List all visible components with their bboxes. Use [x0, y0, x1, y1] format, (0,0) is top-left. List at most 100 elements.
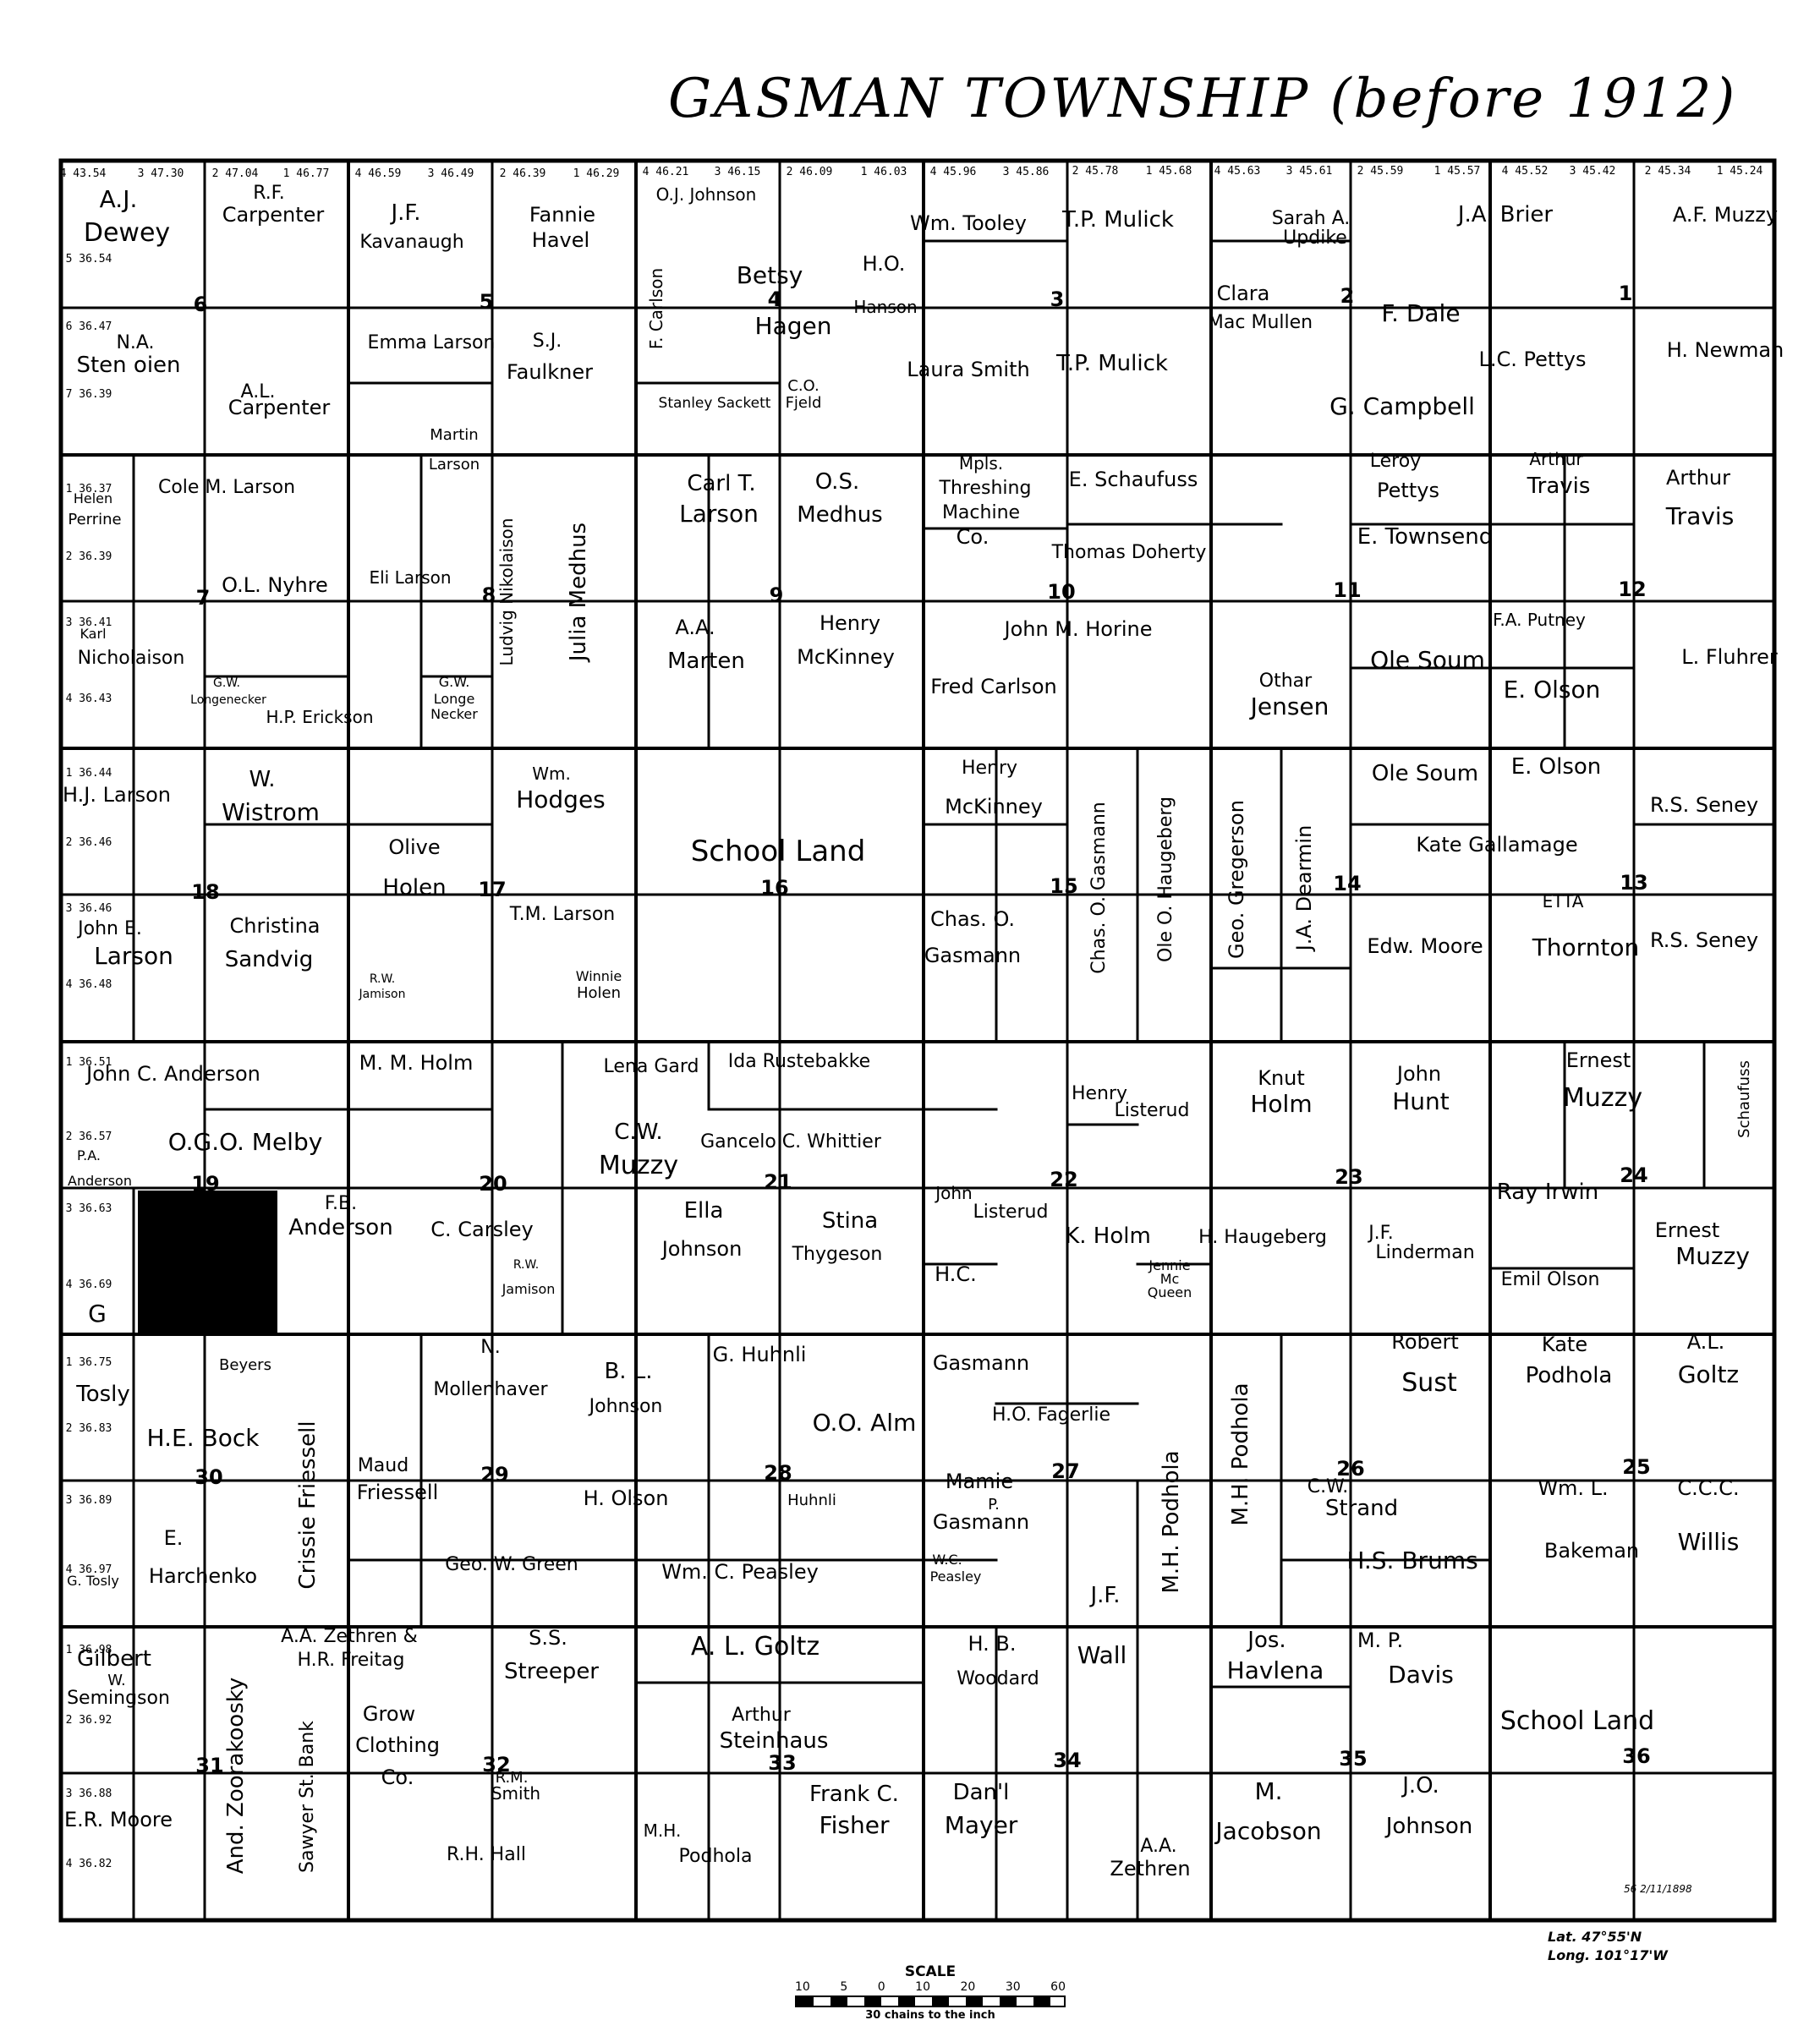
- scale-tick: 0: [877, 1980, 885, 1994]
- owner-name: B. L.: [604, 1359, 652, 1384]
- owner-name: Lena Gard: [604, 1056, 699, 1077]
- owner-name: Leroy: [1370, 451, 1421, 472]
- owner-name: Johnson: [588, 1396, 663, 1417]
- owner-name: Bakeman: [1544, 1539, 1639, 1563]
- owner-name: M.H.: [644, 1820, 682, 1841]
- section-number: 21: [764, 1170, 792, 1194]
- owner-name: Faulkner: [507, 360, 593, 384]
- owner-name: Gasmann: [924, 944, 1021, 967]
- scale-unit: 30 chains to the inch: [865, 2009, 995, 2022]
- owner-name: Jennie: [1148, 1257, 1190, 1273]
- owner-name: L. Fluhrer: [1681, 645, 1778, 669]
- owner-name: Gilbert: [77, 1646, 151, 1672]
- owner-name: Knut: [1258, 1066, 1305, 1090]
- owner-name: G.W.: [213, 676, 240, 690]
- owner-name: Podhola: [679, 1846, 753, 1867]
- owner-name: Clothing: [355, 1733, 440, 1757]
- owner-name: Mamie: [946, 1470, 1013, 1493]
- owner-name: Fannie: [529, 203, 595, 227]
- lot-acreage: 2 47.04: [212, 167, 259, 180]
- owner-name: Maud: [358, 1455, 408, 1476]
- owner-name: Laura Smith: [907, 358, 1029, 381]
- section-number: 19: [191, 1172, 219, 1196]
- owner-name: Hodges: [516, 786, 606, 813]
- lot-acreage: 6 36.47: [66, 320, 112, 333]
- owner-name: Wall: [1077, 1641, 1127, 1669]
- owner-name: F.A. Putney: [1493, 610, 1586, 630]
- owner-name: H. Newman: [1667, 338, 1784, 362]
- section-number: 26: [1336, 1457, 1364, 1481]
- section-number: 4: [768, 287, 782, 311]
- owner-name: Muzzy: [1675, 1242, 1750, 1270]
- owner-name: Medhus: [797, 502, 882, 528]
- lot-acreage: 2 45.78: [1072, 165, 1119, 178]
- owner-name: A.F. Muzzy: [1673, 203, 1778, 227]
- owner-name: School Land: [1500, 1706, 1654, 1736]
- section-number: 32: [482, 1753, 510, 1776]
- owner-name: F. Dale: [1381, 299, 1460, 327]
- owner-name: Christina: [229, 914, 320, 938]
- owner-name: Helen: [74, 490, 112, 506]
- owner-name: Travis: [1527, 474, 1591, 499]
- owner-name: C. Carsley: [430, 1218, 534, 1241]
- owner-name: O.L. Nyhre: [222, 573, 328, 597]
- owner-name: Ole Soum: [1372, 761, 1478, 786]
- owner-name: Ludvig Nikolaison: [496, 518, 517, 666]
- section-number: 2: [1340, 284, 1355, 308]
- owner-name: Co.: [381, 1766, 414, 1789]
- owner-name: Nicholaison: [78, 648, 185, 669]
- owner-name: H. Olson: [584, 1486, 669, 1510]
- owner-name: McKinney: [797, 645, 895, 669]
- owner-name: Johnson: [1384, 1814, 1472, 1839]
- owner-name: Perrine: [68, 511, 121, 528]
- owner-name: K. Holm: [1065, 1224, 1151, 1249]
- lot-acreage: 3 36.89: [66, 1494, 112, 1507]
- owner-name: Semingson: [67, 1688, 170, 1709]
- owner-name: R.W.: [370, 972, 395, 986]
- lot-acreage: 1 46.29: [573, 167, 620, 180]
- lot-acreage: 7 36.39: [66, 388, 112, 401]
- section-number: 18: [191, 880, 219, 904]
- owner-name: Dan'l: [953, 1780, 1010, 1805]
- filled-parcel: [138, 1191, 277, 1333]
- owner-name: Arthur: [732, 1705, 792, 1726]
- lot-acreage: 1 45.57: [1434, 165, 1481, 178]
- owner-name: Gancelo C. Whittier: [700, 1131, 882, 1152]
- owner-name: Willis: [1678, 1528, 1740, 1556]
- owner-name: Othar: [1259, 671, 1313, 692]
- owner-name: Jamison: [502, 1281, 556, 1297]
- owner-name: Thornton: [1532, 933, 1640, 961]
- owner-name: Wistrom: [222, 798, 320, 826]
- owner-name: O.G.O. Melby: [168, 1128, 323, 1156]
- section-number: 27: [1051, 1459, 1079, 1483]
- section-number: 24: [1620, 1163, 1647, 1187]
- owner-name: Jamison: [359, 988, 406, 1001]
- owner-name: Sarah A.: [1272, 208, 1351, 229]
- owner-name: A.A.: [1140, 1836, 1176, 1857]
- owner-name: C.C.C.: [1677, 1476, 1739, 1500]
- owner-name: L.C. Pettys: [1479, 348, 1587, 371]
- owner-name: Winnie: [576, 968, 622, 984]
- owner-name: Edw. Moore: [1367, 934, 1483, 958]
- section-number: 23: [1335, 1165, 1362, 1189]
- section-number: 17: [478, 878, 506, 901]
- section-number: 12: [1618, 578, 1646, 601]
- owner-name: Anderson: [288, 1215, 392, 1240]
- section-number: 5: [480, 290, 494, 314]
- owner-name: Grow: [363, 1702, 415, 1726]
- owner-name: E. Olson: [1511, 754, 1602, 780]
- owner-name: Geo. W. Green: [445, 1554, 578, 1575]
- scale-tick: 60: [1050, 1980, 1066, 1994]
- owner-name: Mac Mullen: [1208, 312, 1313, 333]
- owner-name: Geo. Gregerson: [1225, 800, 1248, 959]
- owner-name: H.P. Erickson: [266, 707, 373, 727]
- lot-acreage: 1 36.51: [66, 1056, 112, 1069]
- owner-name: Jacobson: [1214, 1817, 1321, 1845]
- owner-name: E.R. Moore: [64, 1808, 173, 1831]
- scale-tick: 30: [1005, 1980, 1021, 1994]
- owner-name: Podhola: [1526, 1363, 1613, 1388]
- section-number: 16: [760, 876, 788, 900]
- owner-name: A.A. Zethren &: [281, 1626, 418, 1647]
